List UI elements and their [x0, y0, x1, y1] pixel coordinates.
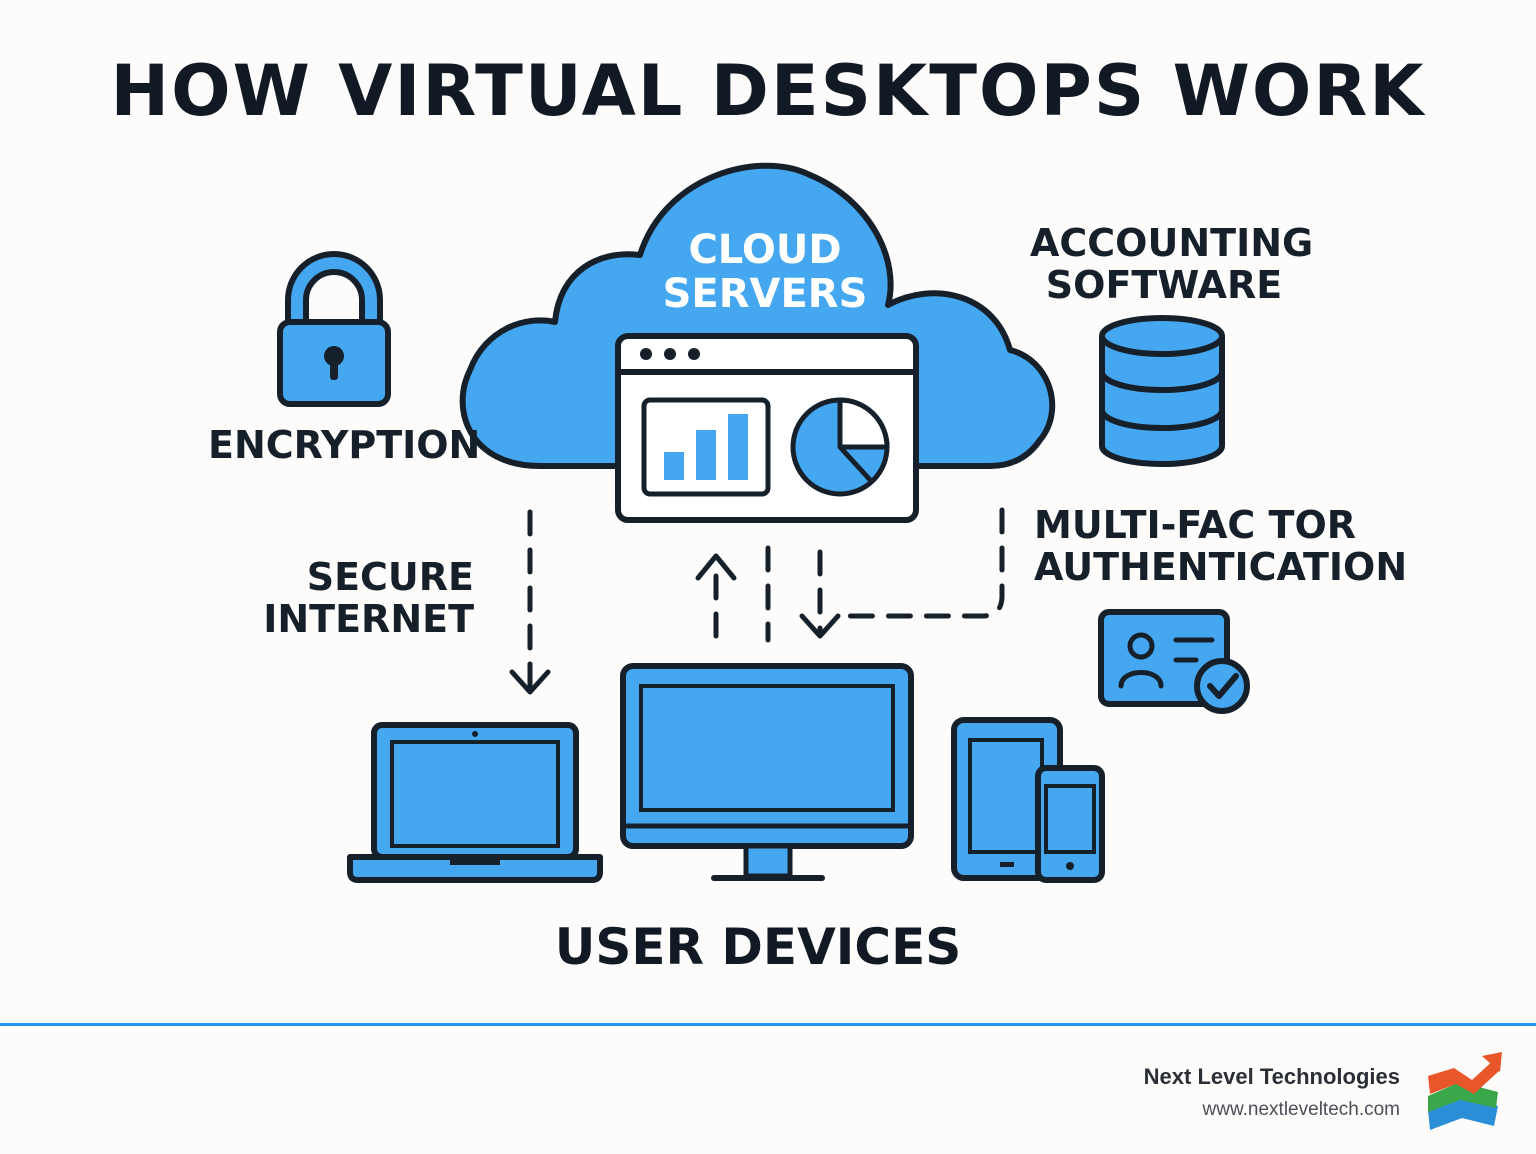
accounting-software-label: ACCOUNTING SOFTWARE — [1030, 221, 1314, 307]
cloud-label-line2: SERVERS — [662, 271, 868, 317]
id-card-check-icon — [1098, 609, 1250, 714]
footer-divider — [0, 1023, 1536, 1026]
secure-internet-label: SECURE INTERNET — [262, 556, 474, 640]
brand-name: Next Level Technologies — [1143, 1064, 1400, 1089]
dashboard-window-icon — [615, 333, 919, 523]
database-icon — [1099, 315, 1225, 467]
user-devices-label: USER DEVICES — [554, 918, 962, 976]
connection-arrows — [509, 507, 1005, 695]
mfa-label-line2: AUTHENTICATION — [1034, 545, 1408, 589]
tablet-phone-icon — [951, 717, 1105, 883]
mfa-label: MULTI-FAC TOR AUTHENTICATION — [1034, 504, 1407, 588]
accounting-label-line2: SOFTWARE — [1045, 263, 1283, 307]
page-title: HOW VIRTUAL DESKTOPS WORK — [110, 50, 1426, 132]
secure-label-line2: INTERNET — [263, 597, 474, 641]
cloud-servers-label: CLOUD SERVERS — [610, 228, 920, 316]
cloud-label-line1: CLOUD — [688, 227, 842, 273]
laptop-icon — [347, 722, 603, 883]
encryption-label: ENCRYPTION — [208, 423, 481, 467]
secure-label-line1: SECURE — [306, 555, 474, 599]
padlock-icon — [277, 251, 391, 407]
company-logo — [1428, 1052, 1502, 1130]
mfa-label-line1: MULTI-FAC TOR — [1034, 503, 1357, 547]
brand-url: www.nextleveltech.com — [1202, 1099, 1400, 1120]
accounting-label-line1: ACCOUNTING — [1030, 221, 1314, 265]
desktop-monitor-icon — [620, 663, 914, 881]
